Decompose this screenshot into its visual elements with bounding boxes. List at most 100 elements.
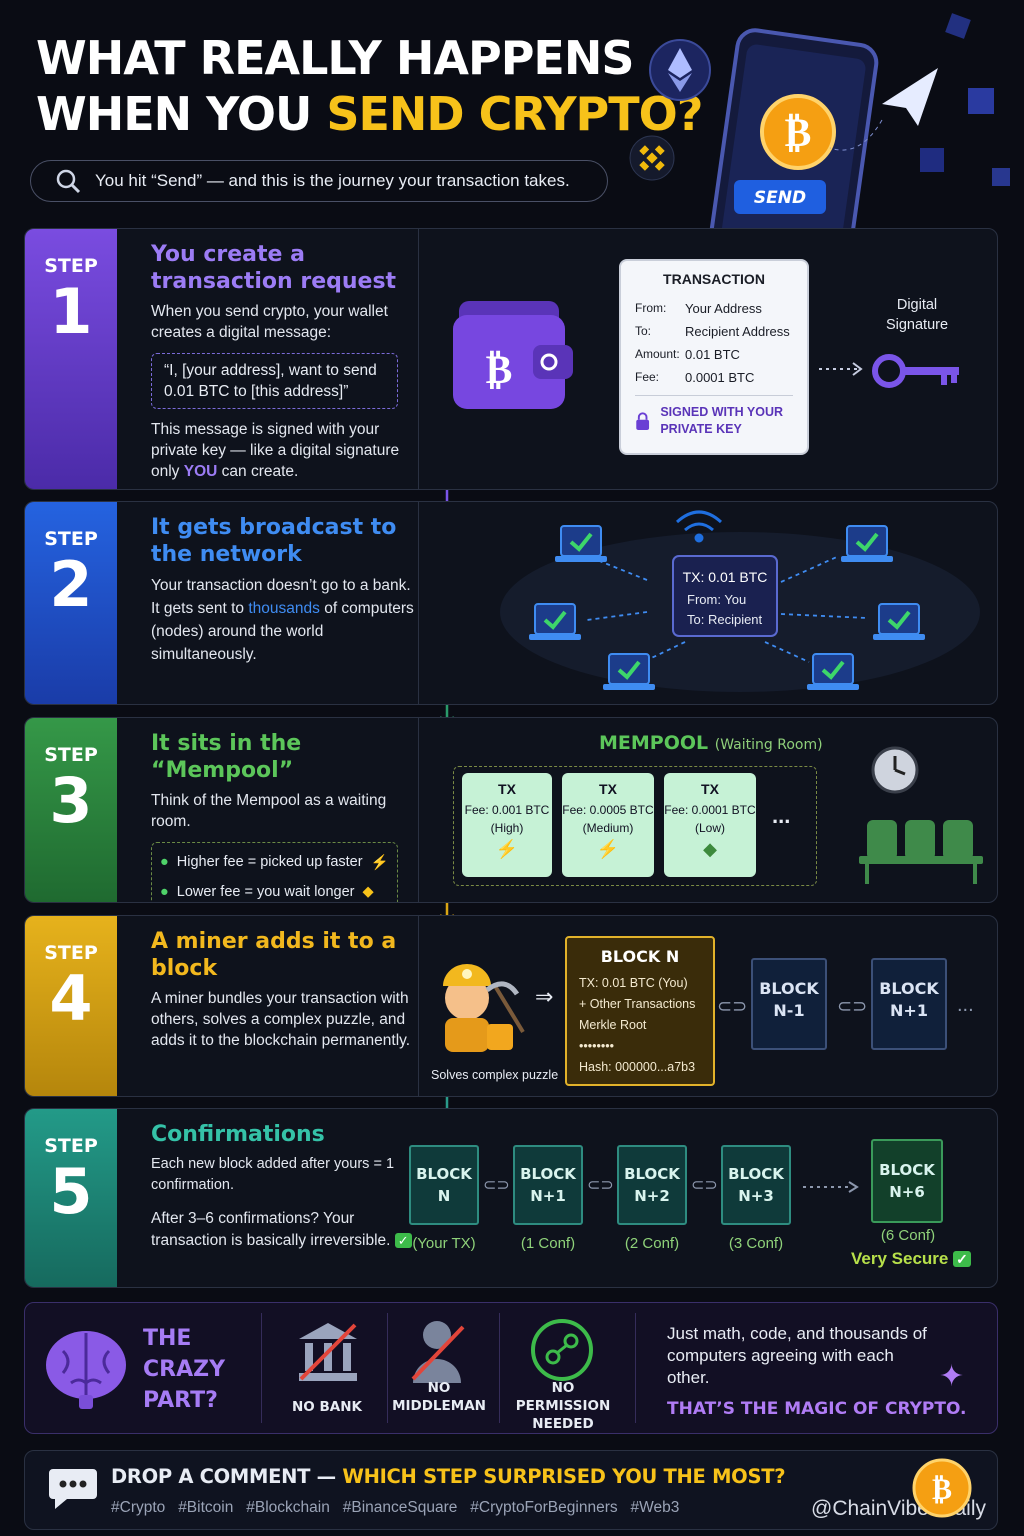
- fee-slow-row: ●Lower fee = you wait longer◆: [160, 884, 374, 900]
- step-3-text: It sits in the “Mempool” Think of the Me…: [117, 718, 419, 902]
- turtle-icon: ◆: [703, 839, 717, 859]
- fee-legend: ●Higher fee = picked up faster⚡ ●Lower f…: [151, 842, 398, 902]
- hero-phone-illustration: ₿ SEND: [629, 13, 1010, 238]
- laptop-icon: [841, 525, 893, 562]
- step-3-title: It sits in the “Mempool”: [151, 731, 302, 783]
- step-label: STEP: [44, 744, 98, 766]
- no-bank-label: NO BANK: [292, 1399, 362, 1415]
- page-title: WHAT REALLY HAPPENS WHEN YOU SEND CRYPTO…: [36, 30, 703, 142]
- chain-block-caption: (3 Conf): [728, 1235, 784, 1252]
- laptop-icon: [555, 525, 607, 562]
- wifi-icon: [675, 510, 723, 543]
- more-ellipsis: ...: [957, 994, 974, 1016]
- step-2-panel: STEP 2 It gets broadcast to the network …: [24, 501, 998, 705]
- hashtags: #Crypto #Bitcoin #Blockchain #BinanceSqu…: [111, 1499, 680, 1516]
- step-1-body: When you send crypto, your wallet create…: [151, 303, 388, 341]
- send-button-label: SEND: [754, 188, 806, 208]
- step-1-badge: STEP 1: [25, 229, 117, 489]
- chain-link-icon: ⊂⊃: [837, 996, 868, 1016]
- miner-caption: Solves complex puzzle: [431, 1068, 559, 1082]
- magnifier-icon: [56, 169, 81, 194]
- wallet-icon: ₿: [453, 301, 573, 409]
- chain-link-icon: ⊂⊃: [717, 996, 748, 1016]
- step-number: 2: [49, 548, 93, 621]
- laptop-icon: [873, 603, 925, 640]
- dotted-arrow-icon: [819, 362, 863, 376]
- turtle-icon: ●: [160, 854, 169, 870]
- network-diagram: TX: 0.01 BTC From: You To: Recipient: [500, 510, 980, 692]
- sparkle-icon: ✦: [939, 1360, 965, 1393]
- svg-text:₿: ₿: [785, 110, 812, 156]
- crazy-part-panel: THE CRAZY PART? NO BANK NO MIDDLEMAN NO …: [24, 1302, 998, 1434]
- no-permission-icon: [531, 1319, 593, 1381]
- step-number: 3: [49, 764, 93, 837]
- crazy-text: Just math, code, and thousands of comput…: [667, 1324, 927, 1387]
- step-label: STEP: [44, 942, 98, 964]
- step-1-panel: STEP 1 You create a transaction request …: [24, 228, 998, 490]
- step-2-badge: STEP 2: [25, 502, 117, 704]
- chain-link-icon: ⊂⊃: [691, 1177, 718, 1194]
- step-5-text: Confirmations Each new block added after…: [117, 1109, 419, 1287]
- step-label: STEP: [44, 255, 98, 277]
- block-n-card: BLOCK N TX: 0.01 BTC (You) + Other Trans…: [565, 936, 715, 1086]
- transaction-card-title: TRANSACTION: [663, 271, 765, 287]
- turtle-icon: ●: [160, 884, 169, 900]
- step-2-title: It gets broadcast to the network: [151, 515, 397, 567]
- very-secure-label: Very Secure ✓: [851, 1249, 971, 1269]
- more-ellipsis: ...: [772, 803, 791, 828]
- tx-amount: TX: 0.01 BTC: [683, 569, 768, 585]
- digital-signature-label: Digital Signature: [885, 297, 949, 333]
- signed-label: SIGNED WITH YOUR PRIVATE KEY: [660, 405, 784, 436]
- step-4-panel: STEP 4 A miner adds it to a block A mine…: [24, 915, 998, 1097]
- footer-panel: DROP A COMMENT — WHICH STEP SURPRISED YO…: [24, 1450, 998, 1530]
- transaction-card: TRANSACTION From:Your Address To:Recipie…: [619, 259, 809, 455]
- tx-from: From: You: [687, 592, 746, 607]
- no-permission-label: NO PERMISSION NEEDED: [515, 1380, 611, 1432]
- chain-link-icon: ⊂⊃: [483, 1177, 510, 1194]
- transaction-card-rows: From:Your Address To:Recipient Address A…: [635, 301, 790, 385]
- laptop-icon: [807, 653, 859, 690]
- step-5-badge: STEP 5: [25, 1109, 117, 1287]
- step-5-panel: STEP 5 Confirmations Each new block adde…: [24, 1108, 998, 1288]
- svg-text:₿: ₿: [932, 1472, 952, 1507]
- step-2-body: Your transaction doesn’t go to a bank. I…: [151, 577, 414, 663]
- svg-text:₿: ₿: [486, 347, 513, 393]
- step-1-quote: “I, [your address], want to send 0.01 BT…: [151, 353, 398, 409]
- step-number: 4: [49, 962, 93, 1035]
- step-number: 5: [49, 1155, 93, 1228]
- laptop-icon: [603, 653, 655, 690]
- turtle-icon: ◆: [362, 884, 374, 900]
- step-1-title: You create a transaction request: [151, 242, 397, 294]
- chain-link-icon: ⊂⊃: [587, 1177, 614, 1194]
- title-highlight: SEND CRYPTO?: [326, 87, 703, 141]
- miner-icon: [443, 964, 525, 1052]
- chain-block-caption: (1 Conf): [520, 1235, 576, 1252]
- title-line-2: WHEN YOU SEND CRYPTO?: [36, 87, 703, 141]
- lock-icon: [636, 412, 650, 430]
- chain-block-caption: (2 Conf): [624, 1235, 680, 1252]
- chain-block-caption: (Your TX): [412, 1235, 476, 1252]
- chairs-icon: [859, 820, 983, 884]
- bitcoin-coin-icon: ₿: [912, 1458, 972, 1518]
- step-5-title: Confirmations: [151, 1122, 325, 1147]
- brain-icon: [46, 1331, 126, 1409]
- step-4-badge: STEP 4: [25, 916, 117, 1096]
- key-icon: [872, 354, 959, 388]
- fee-fast-row: ●Higher fee = picked up faster⚡: [160, 854, 389, 871]
- no-middleman-label: NO MIDDLEMAN: [392, 1380, 486, 1414]
- step-1-text: You create a transaction request When yo…: [117, 229, 419, 489]
- cta-text: DROP A COMMENT — WHICH STEP SURPRISED YO…: [111, 1465, 786, 1488]
- magic-label: THAT’S THE MAGIC OF CRYPTO.: [667, 1399, 967, 1419]
- laptop-icon: [529, 603, 581, 640]
- bank-crossed-icon: [299, 1323, 357, 1381]
- title-line-1: WHAT REALLY HAPPENS: [36, 31, 634, 85]
